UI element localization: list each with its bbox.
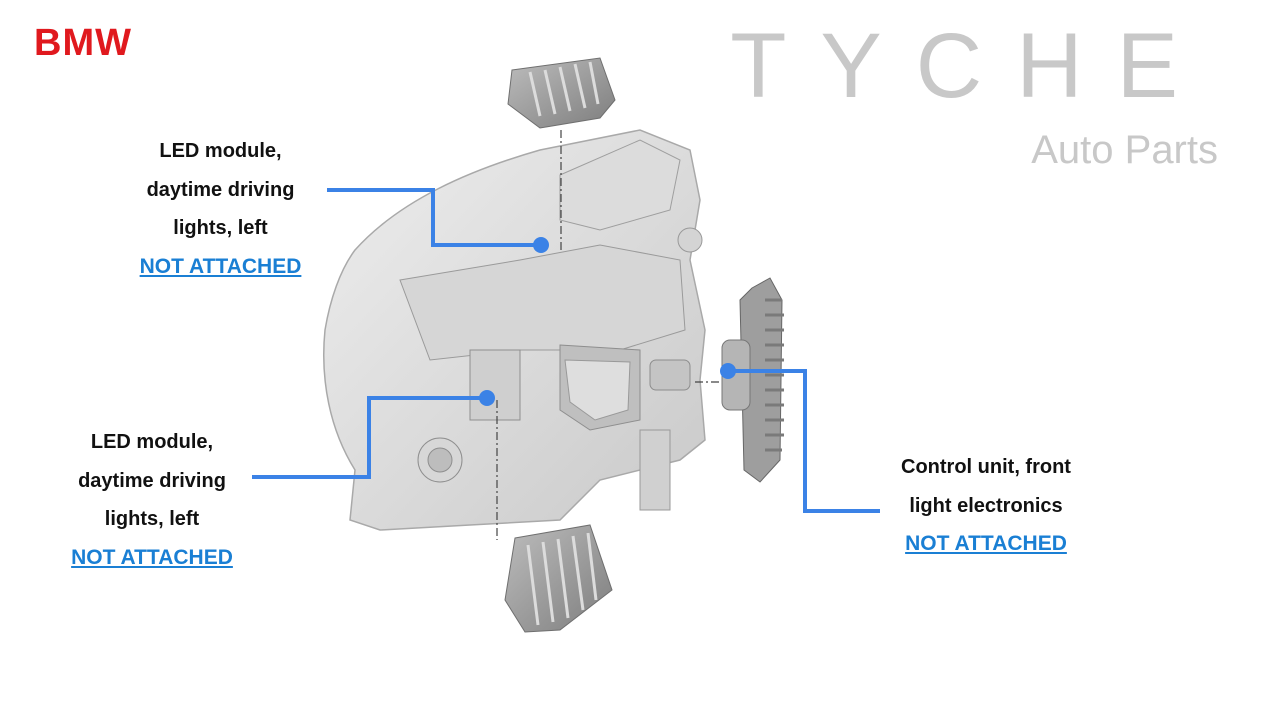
logo-sub-text: Auto Parts [1031,128,1218,172]
tyche-logo: TYCHE Auto Parts [730,18,1250,178]
callout-line: LED module, [90,431,214,453]
led-module-top [507,57,616,129]
not-attached-link[interactable]: NOT ATTACHED [905,532,1067,555]
headlight-housing [323,129,706,531]
callout-line: LED module, [159,140,282,162]
logo-main-text: TYCHE [730,15,1212,117]
callout-led-module-bottom: LED module, daytime driving lights, left… [58,423,246,577]
led-module-bottom [504,524,613,633]
not-attached-link[interactable]: NOT ATTACHED [139,254,302,278]
assembly-lines [496,130,722,540]
control-unit [721,277,784,483]
brand-title: BMW [34,22,132,64]
not-attached-link[interactable]: NOT ATTACHED [71,545,233,569]
callout-line: light electronics [909,494,1063,517]
callout-led-module-top: LED module, daytime driving lights, left… [128,132,313,286]
leader-lines [252,188,880,513]
callout-line: Control unit, front [901,456,1071,478]
callout-line: lights, left [173,217,268,239]
leader-dots [479,237,736,406]
callout-line: lights, left [104,508,200,530]
callout-line: daytime driving [146,178,295,201]
callout-line: daytime driving [78,469,226,492]
callout-control-unit: Control unit, front light electronics NO… [880,448,1092,564]
